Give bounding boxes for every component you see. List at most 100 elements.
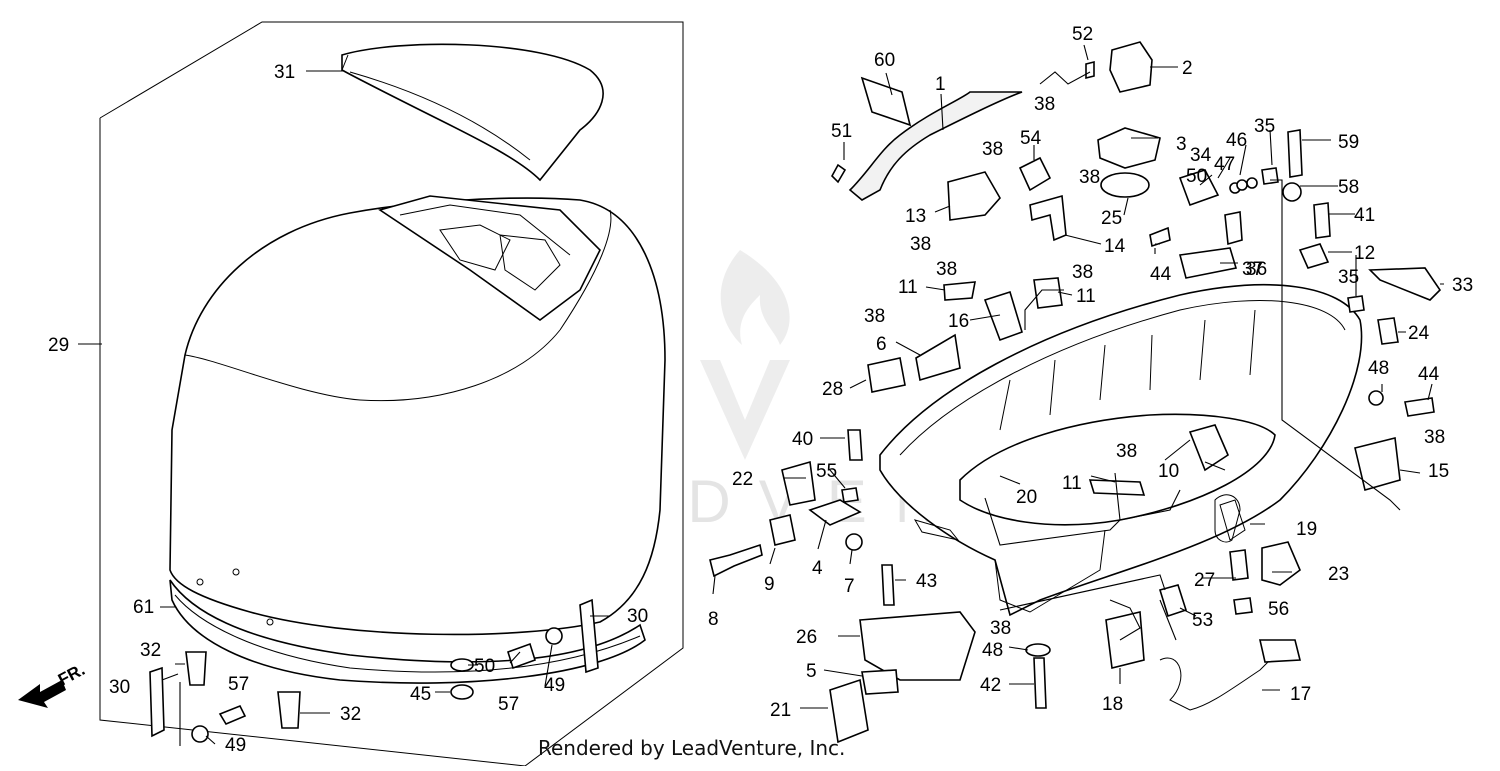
callout-24: 24 — [1408, 323, 1430, 344]
callout-43: 43 — [916, 571, 937, 592]
part-7-grommet — [845, 533, 863, 551]
part-30-bracket-right — [579, 598, 599, 674]
part-51-clip — [831, 163, 847, 184]
callout-2: 2 — [1182, 58, 1193, 79]
chevron-logo-icon — [700, 360, 790, 460]
callout-26: 26 — [796, 627, 817, 648]
flame-logo-icon — [720, 250, 790, 345]
part-59-bolt — [1287, 129, 1303, 178]
callout-14: 14 — [1104, 236, 1126, 257]
callout-17: 17 — [1290, 684, 1311, 705]
part-55-nut — [841, 487, 859, 503]
part-11-plate-b — [1033, 277, 1063, 309]
callout-1: 1 — [935, 74, 946, 95]
part-16-bracket — [983, 290, 1023, 342]
part-36-bolt — [1224, 211, 1243, 246]
callout-44-a: 44 — [1150, 264, 1172, 285]
callout-57-left: 57 — [228, 674, 249, 695]
callout-58: 58 — [1338, 177, 1359, 198]
part-22-grommet — [781, 460, 816, 506]
part-44-bolt-b — [1404, 397, 1435, 417]
callout-38-b: 38 — [982, 139, 1003, 160]
part-4-fitting — [808, 499, 862, 526]
callout-49-right: 49 — [544, 675, 565, 696]
callout-32-bottom: 32 — [340, 704, 361, 725]
callout-38-a: 38 — [1034, 94, 1055, 115]
part-52-clip — [1085, 60, 1095, 80]
callout-48-right: 48 — [1368, 358, 1389, 379]
render-credit: Rendered by LeadVenture, Inc. — [538, 736, 846, 760]
callout-36: 36 — [1246, 259, 1267, 280]
callout-38-h: 38 — [1116, 441, 1137, 462]
part-27-collar — [1229, 549, 1249, 581]
callout-53: 53 — [1192, 610, 1213, 631]
callout-38-g: 38 — [864, 306, 885, 327]
part-60-clip — [860, 76, 912, 127]
callout-4: 4 — [812, 558, 823, 579]
part-53-clip — [1158, 584, 1188, 618]
callout-6: 6 — [876, 334, 887, 355]
callout-16: 16 — [948, 311, 969, 332]
part-15-bracket — [1354, 437, 1401, 491]
callout-38-d: 38 — [910, 234, 931, 255]
callout-38-e: 38 — [936, 259, 957, 280]
part-25-grommet — [1100, 172, 1150, 198]
part-35-nut — [1261, 167, 1279, 185]
callout-38-f: 38 — [1072, 262, 1093, 283]
callout-48-bottom: 48 — [982, 640, 1003, 661]
part-28-grommet — [867, 357, 906, 393]
part-54-clip — [1018, 156, 1052, 192]
part-17-cable — [1159, 644, 1286, 711]
callout-13: 13 — [905, 206, 926, 227]
callout-11-c: 11 — [1062, 473, 1082, 494]
part-41-bolt — [1313, 202, 1331, 239]
part-6-bracket — [915, 333, 961, 382]
callout-41: 41 — [1354, 205, 1375, 226]
part-40-bolt — [847, 429, 863, 461]
callout-15: 15 — [1428, 461, 1449, 482]
cover-assembly-frame — [99, 21, 684, 767]
part-34-bracket — [1178, 169, 1220, 207]
part-3-gasket — [1097, 127, 1161, 169]
part-48-collar — [1025, 643, 1051, 657]
callout-57-right: 57 — [498, 694, 519, 715]
callout-38-i: 38 — [1424, 427, 1445, 448]
part-11-plate-a — [943, 281, 976, 301]
front-arrow-icon — [18, 680, 66, 708]
callout-59: 59 — [1338, 132, 1359, 153]
callout-52: 52 — [1072, 24, 1093, 45]
part-18-bracket — [1105, 611, 1145, 669]
callout-31: 31 — [274, 62, 295, 83]
callout-38-c: 38 — [1079, 167, 1100, 188]
callout-60: 60 — [874, 50, 895, 71]
part-58-washer — [1282, 182, 1302, 202]
part-24-grommet — [1377, 317, 1399, 345]
part-37-lock — [1178, 247, 1238, 279]
callout-28: 28 — [822, 379, 843, 400]
part-2-filter — [1109, 41, 1153, 93]
part-33-lever — [1368, 267, 1442, 301]
callout-11-b: 11 — [1076, 286, 1096, 307]
callout-25: 25 — [1101, 208, 1122, 229]
right-side-parts — [709, 41, 1442, 744]
part-1-hose — [848, 91, 1023, 201]
part-17-connector — [1258, 639, 1302, 663]
part-56-screw — [1233, 597, 1253, 615]
part-32-grommet-bottom — [277, 691, 301, 729]
callout-29: 29 — [48, 335, 69, 356]
callout-61: 61 — [133, 597, 154, 618]
part-30-bracket-left — [149, 666, 165, 738]
callout-30-left: 30 — [109, 677, 130, 698]
callout-45: 45 — [410, 684, 431, 705]
callout-50-left: 50 — [474, 656, 495, 677]
callout-35-mid: 35 — [1338, 267, 1359, 288]
part-10-hook — [1188, 424, 1230, 472]
part-21-plate — [829, 678, 869, 744]
part-31-lid — [341, 43, 604, 182]
part-29-engine-cover — [169, 195, 666, 684]
part-49-washer-right — [545, 627, 563, 645]
callout-46: 46 — [1226, 130, 1247, 151]
callout-12: 12 — [1354, 243, 1375, 264]
part-13-bracket — [947, 171, 1001, 221]
